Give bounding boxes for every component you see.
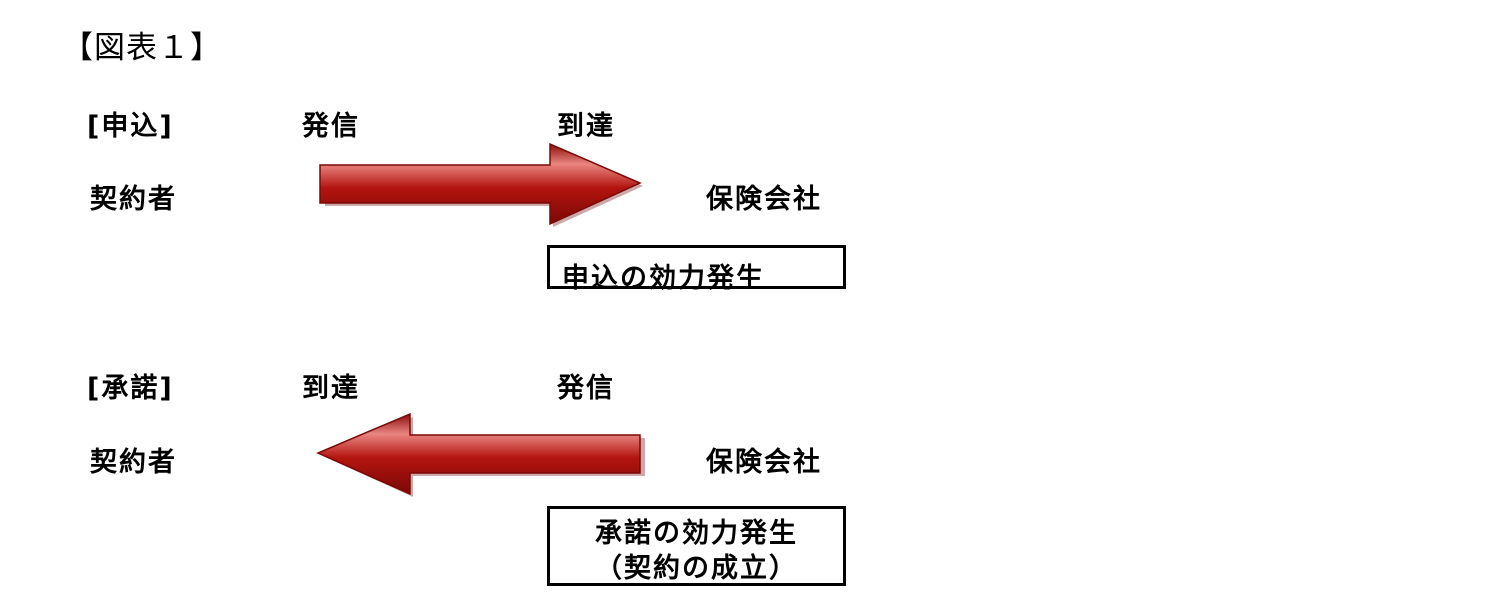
offer-arrow-right xyxy=(319,142,643,227)
offer-effect-box: 申込の効力発生 xyxy=(547,245,846,294)
acceptance-send-label: 発信 xyxy=(557,373,615,404)
offer-policyholder-label: 契約者 xyxy=(90,184,177,215)
offer-arrival-label: 到達 xyxy=(557,111,615,142)
acceptance-arrow-left xyxy=(316,412,645,497)
offer-section-label: [申込] xyxy=(87,111,174,142)
offer-send-label: 発信 xyxy=(302,111,360,142)
offer-effect-text: 申込の効力発生 xyxy=(562,263,765,294)
acceptance-policyholder-label: 契約者 xyxy=(90,447,177,478)
offer-insurer-label: 保険会社 xyxy=(706,184,822,215)
figure-title: 【図表１】 xyxy=(62,30,222,66)
acceptance-insurer-label: 保険会社 xyxy=(706,447,822,478)
acceptance-section-label: [承諾] xyxy=(87,373,174,404)
acceptance-effect-box: 承諾の効力発生 （契約の成立） xyxy=(547,506,846,586)
acceptance-contract-formed-text: （契約の成立） xyxy=(595,553,798,584)
acceptance-arrival-label: 到達 xyxy=(302,373,360,404)
acceptance-effect-text: 承諾の効力発生 xyxy=(595,518,798,549)
